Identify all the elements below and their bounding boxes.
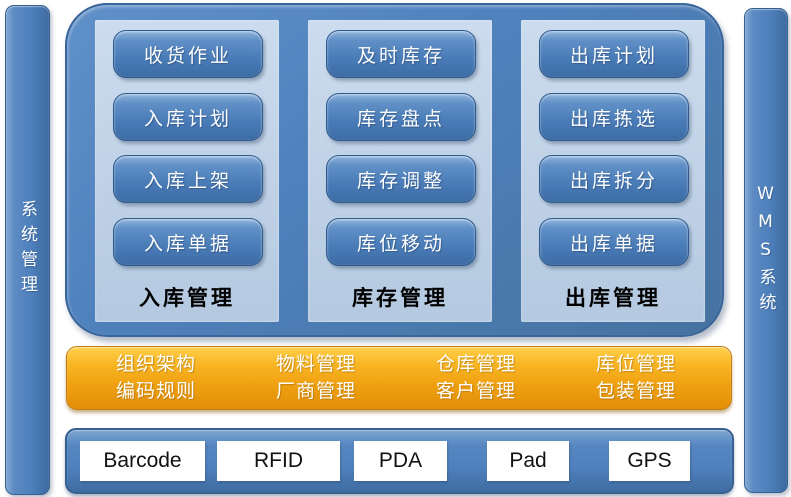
base-function-warehouse-mgmt: 仓库管理 — [435, 353, 516, 375]
base-function-org-structure: 组织架构 — [116, 353, 197, 375]
base-functions-row-2: 编码规则 厂商管理 客户管理 包装管理 — [67, 378, 731, 405]
base-function-customer-mgmt: 客户管理 — [435, 380, 516, 402]
module-button-receiving: 收货作业 — [113, 30, 263, 78]
module-column-inbound: 收货作业 入库计划 入库上架 入库单据 入库管理 — [95, 20, 279, 322]
system-management-label: 系统管理 — [17, 200, 37, 300]
module-title-inventory: 库存管理 — [352, 285, 448, 310]
device-item-barcode: Barcode — [80, 441, 205, 481]
module-title-inbound: 入库管理 — [139, 285, 235, 310]
module-button-stocktaking: 库存盘点 — [326, 93, 476, 141]
module-button-realtime-inventory: 及时库存 — [326, 30, 476, 78]
module-button-inbound-plan: 入库计划 — [113, 93, 263, 141]
base-function-vendor-mgmt: 厂商管理 — [275, 380, 356, 402]
base-functions-row-1: 组织架构 物料管理 仓库管理 库位管理 — [67, 351, 731, 378]
module-button-outbound-plan: 出库计划 — [539, 30, 689, 78]
module-button-outbound-split: 出库拆分 — [539, 155, 689, 203]
module-column-outbound: 出库计划 出库拣选 出库拆分 出库单据 出库管理 — [521, 20, 705, 322]
system-management-bar: 系统管理 — [5, 5, 50, 495]
module-column-inventory: 及时库存 库存盘点 库存调整 库位移动 库存管理 — [308, 20, 492, 322]
device-item-pad: Pad — [487, 441, 569, 481]
module-button-outbound-picking: 出库拣选 — [539, 93, 689, 141]
device-item-rfid: RFID — [217, 441, 340, 481]
wms-modules-panel: 收货作业 入库计划 入库上架 入库单据 入库管理 及时库存 库存盘点 库存调整 … — [65, 3, 724, 337]
device-item-pda: PDA — [354, 441, 447, 481]
device-bar: Barcode RFID PDA Pad GPS — [65, 428, 734, 494]
module-title-outbound: 出库管理 — [565, 285, 661, 310]
module-button-outbound-documents: 出库单据 — [539, 218, 689, 266]
module-button-inbound-documents: 入库单据 — [113, 218, 263, 266]
module-button-inventory-adjust: 库存调整 — [326, 155, 476, 203]
base-function-location-mgmt: 库位管理 — [595, 353, 676, 375]
base-function-material-mgmt: 物料管理 — [275, 353, 356, 375]
module-button-location-move: 库位移动 — [326, 218, 476, 266]
device-item-gps: GPS — [609, 441, 690, 481]
base-functions-bar: 组织架构 物料管理 仓库管理 库位管理 编码规则 厂商管理 客户管理 包装管理 — [66, 346, 732, 410]
base-function-packaging-mgmt: 包装管理 — [595, 380, 676, 402]
wms-system-bar: WMS系统 — [744, 8, 788, 493]
module-button-inbound-putaway: 入库上架 — [113, 155, 263, 203]
wms-system-label: WMS系统 — [755, 183, 776, 318]
base-function-coding-rules: 编码规则 — [116, 380, 197, 402]
